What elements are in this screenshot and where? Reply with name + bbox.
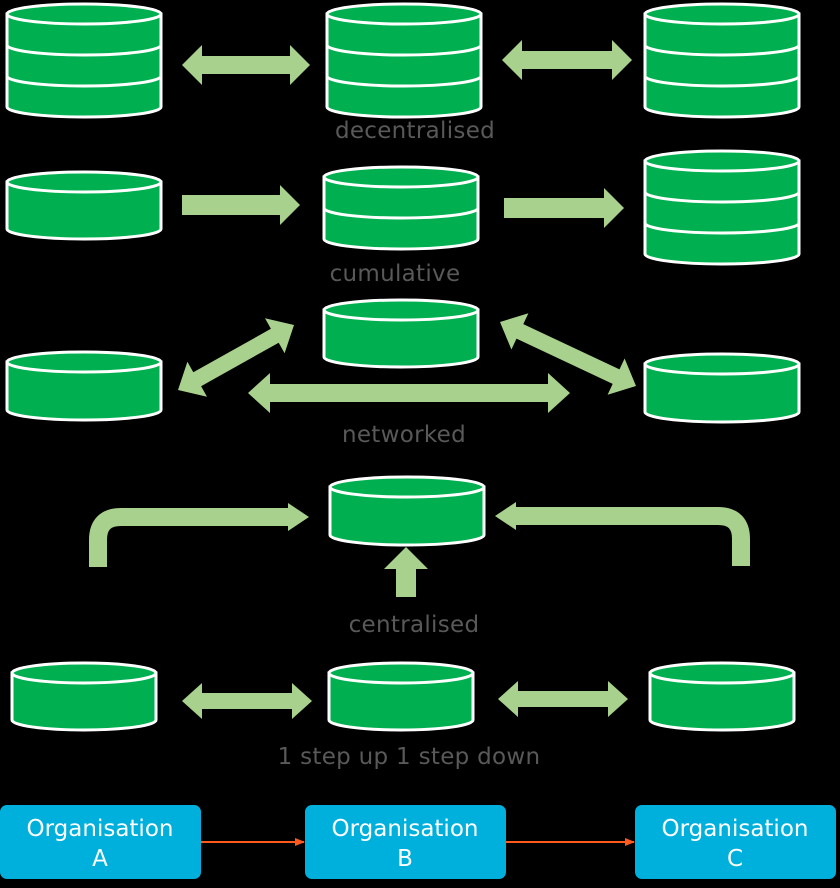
organisation-c-letter: C xyxy=(727,846,743,872)
organisations-row: Organisation A Organisation B Organisati… xyxy=(0,805,836,879)
database-decentralised-1 xyxy=(5,2,163,119)
database-decentralised-2 xyxy=(325,2,483,119)
database-networked-left xyxy=(5,350,163,422)
organisation-c-box: Organisation C xyxy=(635,805,836,879)
database-networked-right xyxy=(643,352,801,424)
arrow-cumulative-1 xyxy=(182,185,300,225)
arrow-centralised-up xyxy=(384,547,428,597)
organisation-b-box: Organisation B xyxy=(305,805,506,879)
double-arrow-decentralised-2 xyxy=(502,40,632,80)
organisation-a-box: Organisation A xyxy=(0,805,201,879)
cumulative-section: cumulative xyxy=(5,149,801,287)
database-centralised xyxy=(328,475,486,547)
organisation-a-letter: A xyxy=(92,846,108,872)
organisation-c-name: Organisation xyxy=(662,816,809,842)
step-section: 1 step up 1 step down xyxy=(10,661,796,770)
database-step-2 xyxy=(327,661,475,732)
double-arrow-networked-middle xyxy=(248,373,570,413)
double-arrow-decentralised-1 xyxy=(182,45,310,85)
database-networked-top xyxy=(322,298,480,369)
arrow-cumulative-2 xyxy=(504,188,624,228)
networked-arrows xyxy=(178,313,636,413)
caption-decentralised: decentralised xyxy=(335,118,495,144)
database-step-3 xyxy=(648,661,796,732)
arrow-centralised-left-head xyxy=(288,503,309,531)
centralised-section: centralised xyxy=(89,475,750,638)
database-cumulative-1 xyxy=(5,170,163,241)
caption-cumulative: cumulative xyxy=(330,261,461,287)
organisation-b-letter: B xyxy=(397,846,413,872)
database-cumulative-2 xyxy=(322,165,480,251)
database-step-1 xyxy=(10,661,158,732)
double-arrow-step-1 xyxy=(182,683,312,719)
arrow-centralised-right-head xyxy=(495,502,516,530)
database-decentralised-3 xyxy=(643,2,801,119)
networked-section: networked xyxy=(5,298,801,448)
caption-step: 1 step up 1 step down xyxy=(278,744,541,770)
organisation-b-name: Organisation xyxy=(332,816,479,842)
caption-centralised: centralised xyxy=(349,612,480,638)
decentralised-section: decentralised xyxy=(5,2,801,144)
arrow-centralised-right xyxy=(514,507,750,566)
caption-networked: networked xyxy=(342,422,466,448)
organisation-a-name: Organisation xyxy=(27,816,174,842)
double-arrow-step-2 xyxy=(498,681,628,717)
double-arrow-networked-right xyxy=(500,313,636,395)
double-arrow-networked-left xyxy=(178,318,294,397)
database-cumulative-3 xyxy=(643,149,801,266)
arrow-centralised-left xyxy=(89,508,290,567)
